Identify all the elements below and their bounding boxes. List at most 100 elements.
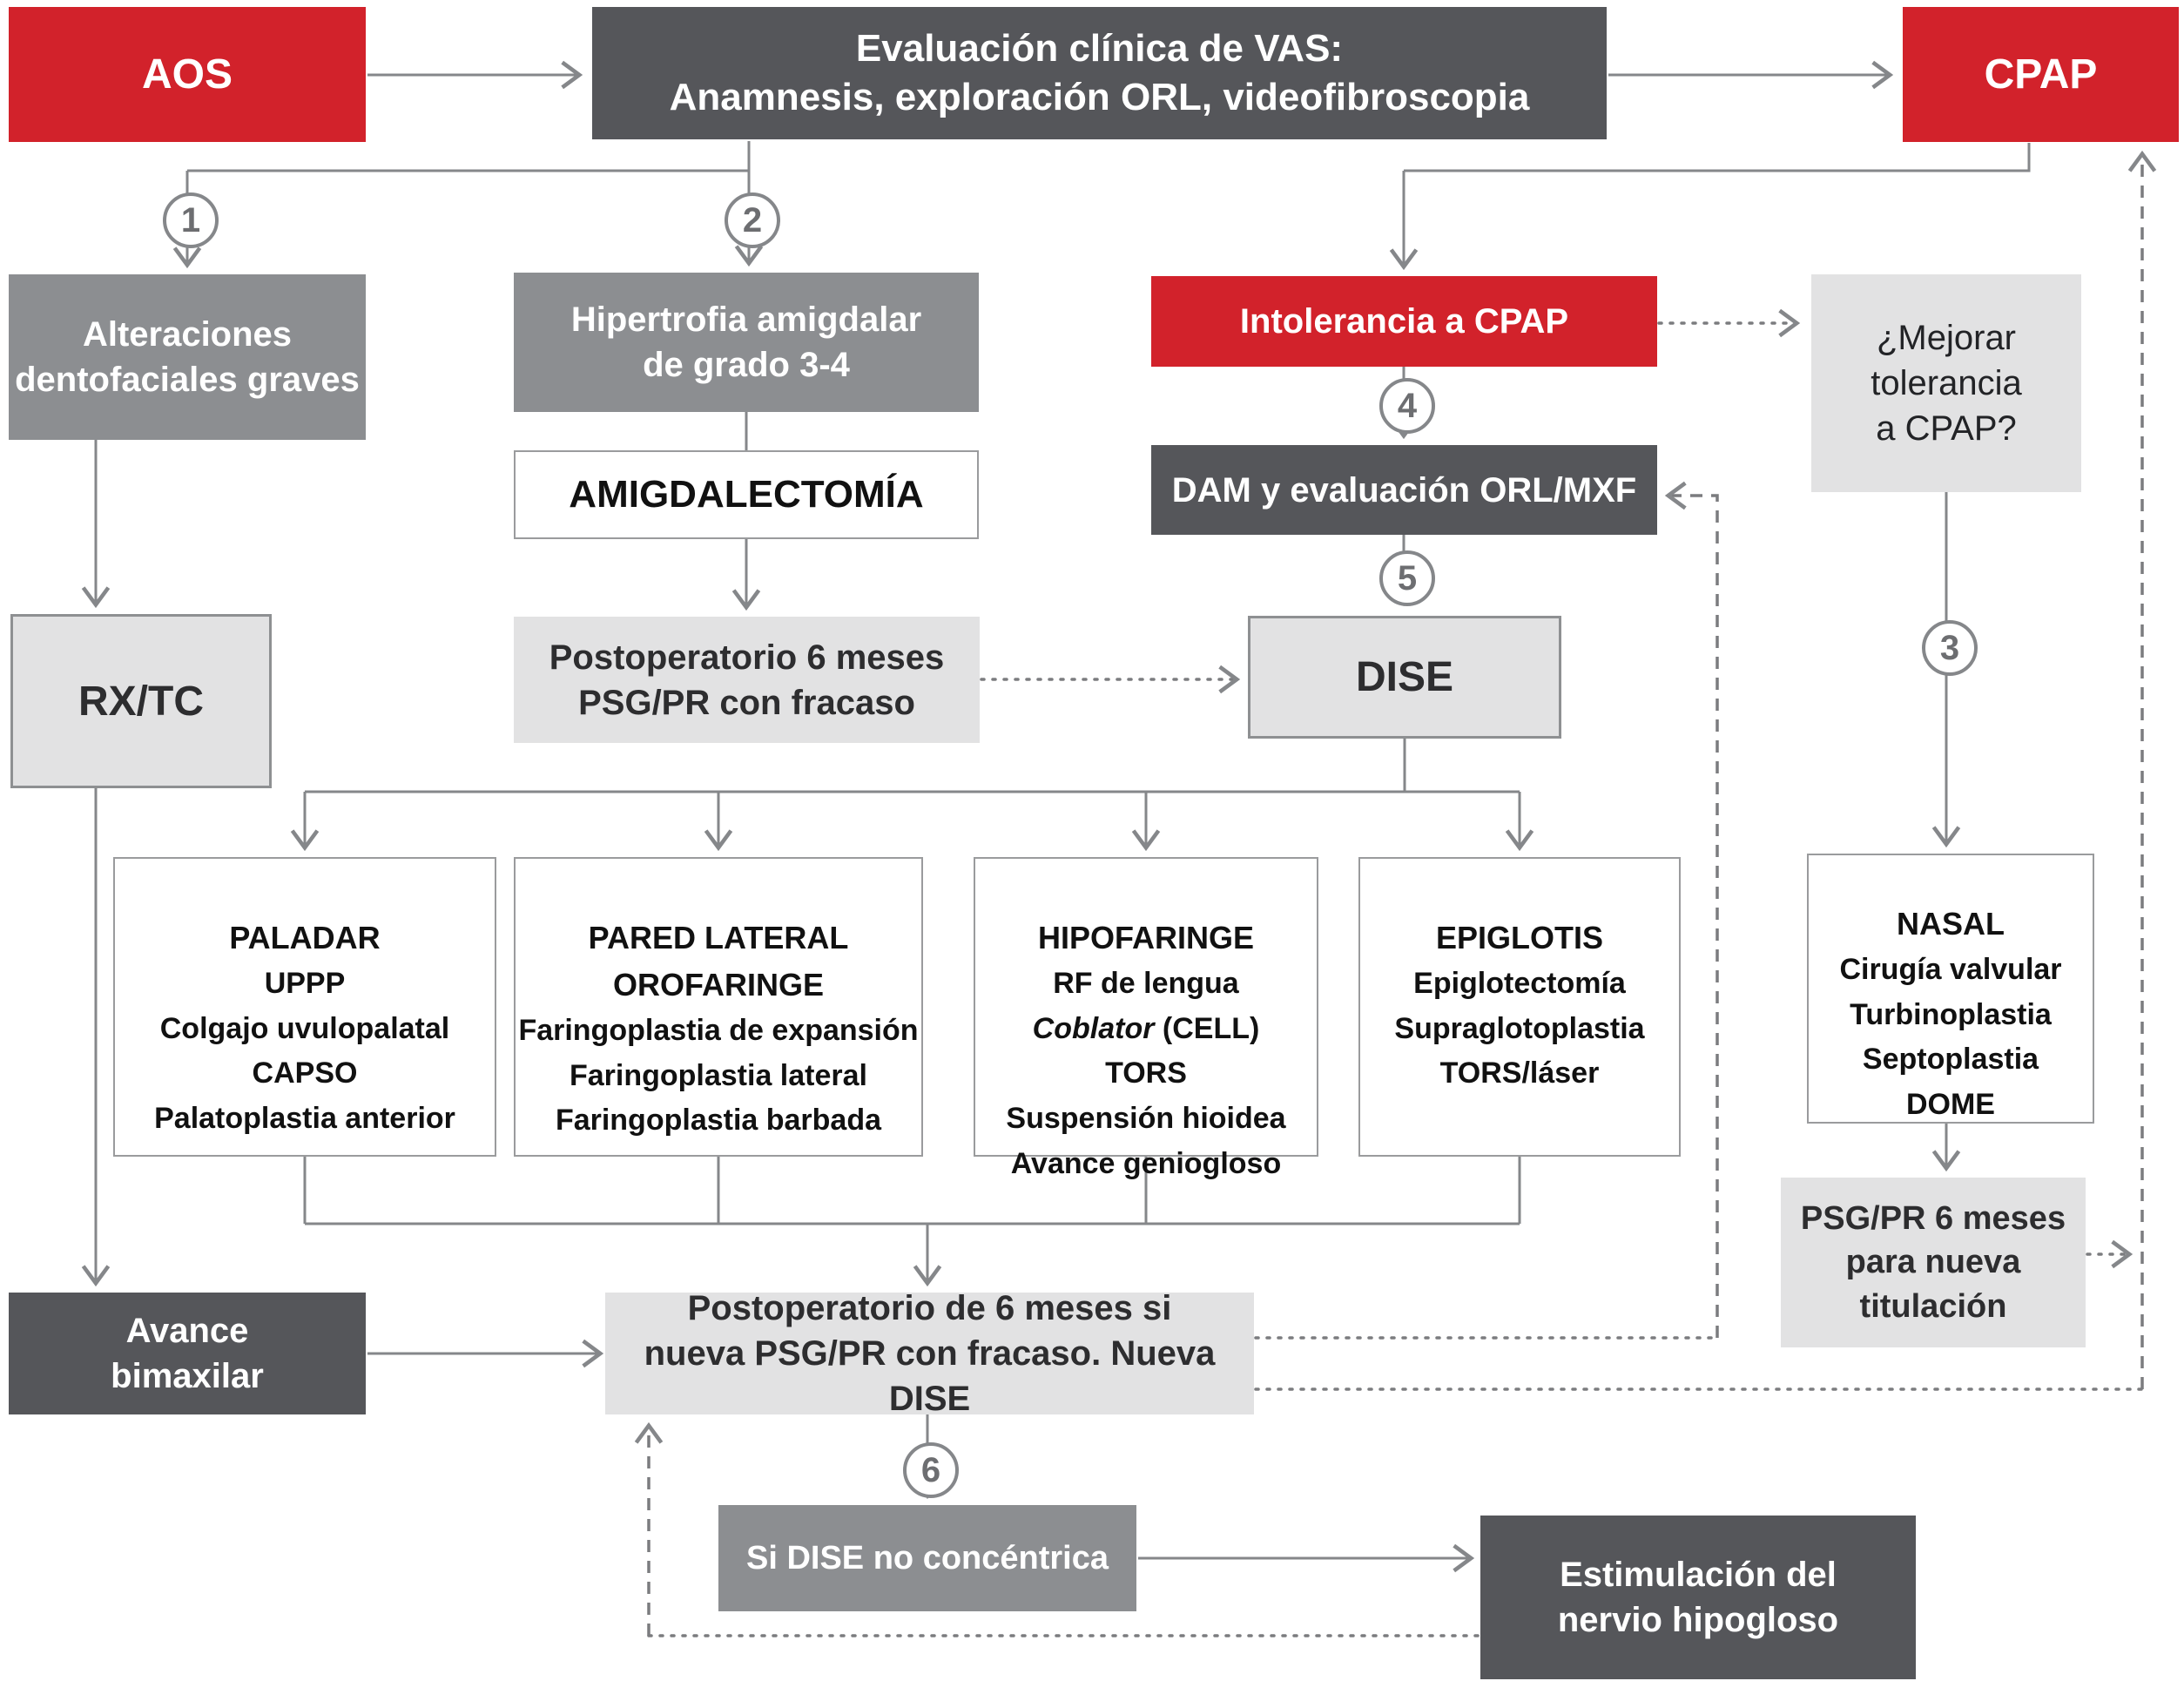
node-amigdalectomia: AMIGDALECTOMÍA — [514, 450, 979, 539]
step-badge-3: 3 — [1922, 620, 1978, 676]
node-estimulacion-line2: nervio hipogloso — [1557, 1601, 1839, 1639]
node-psgpr-line2: para nueva — [1845, 1244, 2021, 1281]
node-psgpr-line1: PSG/PR 6 meses — [1800, 1200, 2066, 1238]
node-postop2-line2: nueva PSG/PR con fracaso. Nueva DISE — [644, 1334, 1216, 1418]
coblator-rest: (CELL) — [1154, 1011, 1260, 1045]
step-3-number: 3 — [1939, 628, 1960, 667]
coblator-italic: Coblator — [1032, 1011, 1155, 1045]
node-postoperatorio-6-meses: Postoperatorio 6 meses PSG/PR con fracas… — [514, 617, 980, 743]
node-paladar: PALADAR UPPP Colgajo uvulopalatal CAPSO … — [113, 857, 496, 1157]
node-pared-title1: PARED LATERAL — [588, 920, 849, 955]
edge-cpap-split — [1404, 143, 2031, 172]
node-postop1-line1: Postoperatorio 6 meses — [549, 638, 945, 677]
node-psgpr-line3: titulación — [1859, 1287, 2007, 1325]
step-badge-4: 4 — [1379, 378, 1435, 434]
node-evaluacion-line1: Evaluación clínica de VAS: — [855, 26, 1344, 70]
list-item: Colgajo uvulopalatal — [159, 1011, 450, 1045]
node-hipofaringe-list: RF de lengua Coblator (CELL) TORS Suspen… — [1006, 962, 1285, 1186]
list-item: Suspensión hioidea — [1006, 1102, 1286, 1136]
step-4-number: 4 — [1397, 386, 1418, 425]
node-estimulacion-line1: Estimulación del — [1560, 1556, 1837, 1594]
list-item: Supraglotoplastia — [1394, 1011, 1645, 1045]
node-epiglotis: EPIGLOTIS Epiglotectomía Supraglotoplast… — [1358, 857, 1681, 1157]
node-estimulacion-nervio-hipogloso: Estimulación del nervio hipogloso — [1480, 1516, 1916, 1679]
step-badge-1: 1 — [163, 192, 219, 248]
list-item: TORS — [1105, 1057, 1187, 1090]
node-hipertrofia-line1: Hipertrofia amigdalar — [570, 300, 922, 339]
list-item: CAPSO — [252, 1057, 358, 1090]
step-2-number: 2 — [742, 200, 763, 240]
list-item: Turbinoplastia — [1850, 997, 2052, 1031]
step-1-number: 1 — [180, 200, 201, 240]
node-epiglotis-title: EPIGLOTIS — [1435, 920, 1604, 955]
node-psgpr-titulacion: PSG/PR 6 meses para nueva titulación — [1781, 1178, 2086, 1347]
list-item: Septoplastia — [1862, 1043, 2039, 1077]
list-item: Coblator (CELL) — [1006, 1007, 1285, 1052]
edge-dise-bracket — [305, 739, 1520, 793]
node-paladar-list: UPPP Colgajo uvulopalatal CAPSO Palatopl… — [154, 962, 455, 1142]
list-item: Faringoplastia de expansión — [518, 1014, 919, 1047]
node-intolerancia-cpap: Intolerancia a CPAP — [1151, 276, 1657, 367]
node-nasal-list: Cirugía valvular Turbinoplastia Septopla… — [1839, 948, 2061, 1128]
node-paladar-title: PALADAR — [229, 920, 381, 955]
node-intolerancia-label: Intolerancia a CPAP — [1239, 302, 1569, 341]
step-badge-6: 6 — [903, 1442, 959, 1498]
node-dise-label: DISE — [1355, 654, 1454, 700]
step-badge-2: 2 — [725, 192, 780, 248]
node-rxtc-label: RX/TC — [78, 678, 204, 725]
edge-merge-bracket — [303, 1157, 1521, 1225]
step-badge-5: 5 — [1379, 550, 1435, 606]
node-epiglotis-list: Epiglotectomía Supraglotoplastia TORS/lá… — [1394, 962, 1644, 1097]
node-rxtc: RX/TC — [10, 614, 272, 788]
node-postop2-line1: Postoperatorio de 6 meses si — [687, 1289, 1172, 1327]
list-item: Cirugía valvular — [1839, 953, 2062, 986]
list-item: Faringoplastia barbada — [555, 1104, 882, 1138]
node-nasal-title: NASAL — [1897, 906, 2005, 942]
list-item: Epiglotectomía — [1413, 967, 1626, 1000]
node-mejorar-line2: tolerancia — [1871, 364, 2022, 402]
node-evaluacion-line2: Anamnesis, exploración ORL, videofibrosc… — [669, 76, 1530, 118]
node-amigdalectomia-label: AMIGDALECTOMÍA — [569, 472, 924, 516]
node-postoperatorio-nueva-dise: Postoperatorio de 6 meses si nueva PSG/P… — [605, 1289, 1254, 1418]
edge-eval-split — [187, 141, 751, 172]
node-hipertrofia-line2: de grado 3-4 — [643, 346, 850, 384]
node-evaluacion-clinica: Evaluación clínica de VAS: Anamnesis, ex… — [592, 7, 1607, 139]
node-avance-line2: bimaxilar — [111, 1357, 264, 1395]
node-alteraciones-line1: Alteraciones — [82, 315, 293, 354]
node-nasal: NASAL Cirugía valvular Turbinoplastia Se… — [1807, 854, 2094, 1124]
node-pared-list: Faringoplastia de expansión Faringoplast… — [518, 1009, 918, 1144]
node-si-dise-no-concentrica: Si DISE no concéntrica — [718, 1505, 1136, 1611]
list-item: Avance geniogloso — [1010, 1146, 1282, 1180]
node-sidise-label: Si DISE no concéntrica — [746, 1539, 1109, 1576]
node-dam-label: DAM y evaluación ORL/MXF — [1171, 470, 1637, 510]
step-6-number: 6 — [920, 1450, 941, 1489]
node-mejorar-tolerancia: ¿Mejorar tolerancia a CPAP? — [1811, 274, 2081, 492]
step-5-number: 5 — [1397, 558, 1418, 597]
node-alteraciones-dentofaciales: Alteraciones dentofaciales graves — [9, 274, 366, 440]
node-avance-bimaxilar: Avance bimaxilar — [9, 1293, 366, 1414]
node-pared-title2: OROFARINGE — [612, 967, 824, 1003]
list-item: TORS/láser — [1439, 1057, 1600, 1090]
node-mejorar-line3: a CPAP? — [1876, 409, 2017, 448]
node-dise: DISE — [1248, 616, 1561, 739]
node-aos-label: AOS — [141, 51, 233, 98]
node-hipofaringe: HIPOFARINGE RF de lengua Coblator (CELL)… — [974, 857, 1318, 1180]
node-hipertrofia-amigdalar: Hipertrofia amigdalar de grado 3-4 — [514, 273, 979, 412]
node-mejorar-line1: ¿Mejorar — [1876, 319, 2017, 357]
list-item: DOME — [1905, 1088, 1995, 1122]
list-item: RF de lengua — [1053, 967, 1239, 1000]
node-pared-lateral: PARED LATERAL OROFARINGE Faringoplastia … — [514, 857, 923, 1157]
edge-loop-up-dam-dashed — [1664, 481, 1719, 1338]
node-hipofaringe-title: HIPOFARINGE — [1037, 920, 1255, 955]
node-alteraciones-line2: dentofaciales graves — [15, 361, 360, 399]
node-postop1-line2: PSG/PR con fracaso — [578, 683, 915, 722]
list-item: UPPP — [264, 967, 346, 1000]
list-item: Faringoplastia lateral — [569, 1058, 867, 1092]
node-cpap: CPAP — [1903, 7, 2179, 142]
list-item: Palatoplastia anterior — [154, 1102, 455, 1136]
node-cpap-label: CPAP — [1984, 51, 2098, 98]
node-aos: AOS — [9, 7, 366, 142]
node-dam-evaluacion: DAM y evaluación ORL/MXF — [1151, 445, 1657, 535]
